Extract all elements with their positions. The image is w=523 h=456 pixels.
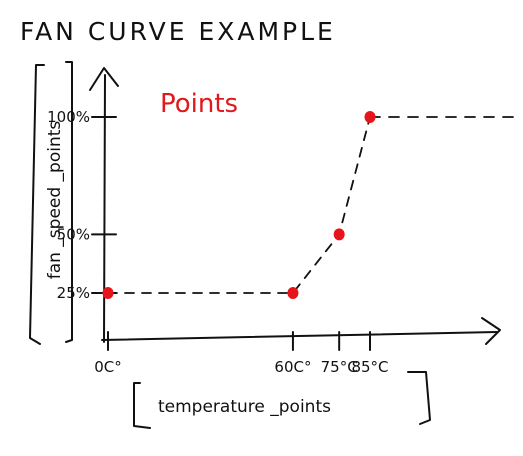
y-axis-label: fan _speed _points [45,121,65,280]
y-tick-label: 50% [57,225,90,243]
curve-point [333,228,345,241]
x-tick-label: 75°C [321,358,358,376]
x-tick-label: 85°C [351,358,388,376]
y-axis-arrow [89,67,119,91]
curve-point [287,287,299,299]
x-axis-label: temperature _points [158,397,331,417]
curve-point [102,287,114,299]
x-tick-label: 60C° [274,358,311,376]
x-axis-label-bracket [133,371,431,429]
y-axis [103,74,106,343]
chart-title: FAN CURVE EXAMPLE [20,17,336,46]
curve-point [364,111,376,123]
x-axis [101,331,498,341]
points-annotation: Points [160,89,238,119]
ticks-layer: 0C° 60C° 75°C85°C 25% 50% 100% [47,108,388,376]
y-axis-label-bracket [29,61,73,345]
series-layer [102,111,516,299]
y-tick-label: 25% [57,284,90,302]
fan-curve-line [107,116,371,294]
x-axis-arrow [481,317,501,345]
y-tick-label: 100% [47,108,90,126]
x-tick-label: 0C° [94,358,122,376]
